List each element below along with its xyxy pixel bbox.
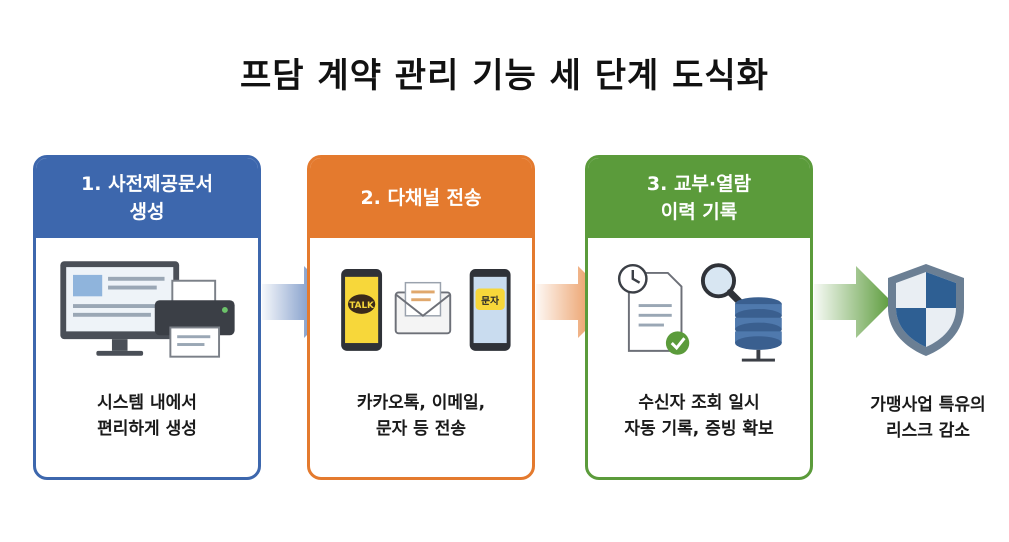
database-icon bbox=[735, 297, 782, 362]
kakaotalk-phone-icon: TALK bbox=[341, 269, 383, 351]
printer-icon bbox=[154, 279, 235, 358]
clock-document-icon bbox=[617, 263, 683, 352]
step-2-card: 2. 다채널 전송 TALK 문자 카카오톡, 이메일, 문자 등 전송 bbox=[307, 155, 535, 480]
step-1-header: 1. 사전제공문서 생성 bbox=[36, 158, 258, 238]
talk-badge-text: TALK bbox=[349, 301, 375, 311]
step-3-card: 3. 교부·열람 이력 기록 수신자 bbox=[585, 155, 813, 480]
step-1-description: 시스템 내에서 편리하게 생성 bbox=[97, 393, 197, 439]
arrow-right-icon bbox=[814, 266, 892, 338]
check-icon bbox=[665, 331, 690, 355]
sms-badge-text: 문자 bbox=[481, 294, 499, 307]
step-2-header: 2. 다채널 전송 bbox=[310, 158, 532, 238]
step-3-description: 수신자 조회 일시 자동 기록, 증빙 확보 bbox=[624, 393, 774, 439]
step-2-icons: TALK 문자 bbox=[341, 269, 511, 351]
step-3-icons bbox=[617, 263, 782, 362]
email-envelope-icon bbox=[394, 281, 452, 335]
sms-phone-icon: 문자 bbox=[469, 269, 511, 351]
magnifier-icon bbox=[700, 263, 748, 310]
page-title: 프담 계약 관리 기능 세 단계 도식화 bbox=[240, 56, 769, 96]
result-description: 가맹사업 특유의 리스크 감소 bbox=[870, 395, 986, 441]
step-1-card: 1. 사전제공문서 생성 시스템 내에서 편리하게 생성 bbox=[33, 155, 261, 480]
step-1-icons bbox=[60, 261, 235, 358]
step-2-description: 카카오톡, 이메일, 문자 등 전송 bbox=[356, 393, 486, 439]
step-3-header: 3. 교부·열람 이력 기록 bbox=[588, 158, 810, 238]
shield-icon bbox=[888, 264, 964, 356]
